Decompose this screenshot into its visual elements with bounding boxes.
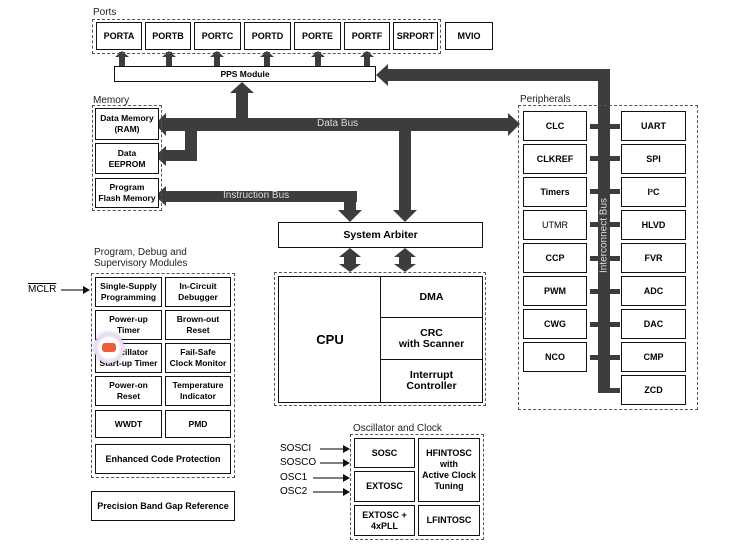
interconnect-stubs xyxy=(590,124,620,393)
crc-with-scanner[interactable]: CRC with Scanner xyxy=(380,317,483,361)
peripheral-nco[interactable]: NCO xyxy=(523,342,587,372)
interconnect-bus-label: Interconnect Bus xyxy=(598,197,610,274)
pps-port-arrows xyxy=(115,51,374,66)
peripheral-cmp[interactable]: CMP xyxy=(621,342,686,372)
supervisory-module-9[interactable]: PMD xyxy=(165,410,231,438)
data-bus xyxy=(164,118,512,131)
peripheral-fvr[interactable]: FVR xyxy=(621,243,686,273)
core-group xyxy=(274,272,486,406)
peripheral-clkref[interactable]: CLKREF xyxy=(523,144,587,174)
supervisory-module-1[interactable]: In-Circuit Debugger xyxy=(165,277,231,307)
hfintosc[interactable]: HFINTOSC with Active Clock Tuning xyxy=(418,438,480,502)
peripheral-zcd[interactable]: ZCD xyxy=(621,375,686,405)
port-f[interactable]: PORTF xyxy=(344,22,390,50)
port-e[interactable]: PORTE xyxy=(294,22,341,50)
precision-band-gap-reference[interactable]: Precision Band Gap Reference xyxy=(91,491,235,521)
memory-label: Memory xyxy=(93,95,130,106)
peripheral-hlvd[interactable]: HLVD xyxy=(621,210,686,240)
supervisory-module-8[interactable]: WWDT xyxy=(95,410,162,438)
instruction-bus-label: Instruction Bus xyxy=(223,190,290,201)
pin-sosco: SOSCO xyxy=(280,457,317,468)
peripheral-spi[interactable]: SPI xyxy=(621,144,686,174)
port-c[interactable]: PORTC xyxy=(194,22,241,50)
peripherals-label: Peripherals xyxy=(520,94,571,105)
dma[interactable]: DMA xyxy=(380,276,483,319)
pin-osc1: OSC1 xyxy=(280,472,308,483)
peripheral-timers[interactable]: Timers xyxy=(523,177,587,207)
peripheral-adc[interactable]: ADC xyxy=(621,276,686,306)
lfintosc[interactable]: LFINTOSC xyxy=(418,505,480,536)
peripheral-pwm[interactable]: PWM xyxy=(523,276,587,306)
mvio[interactable]: MVIO xyxy=(445,22,493,50)
supervisory-group xyxy=(91,273,235,478)
oscillator-group xyxy=(350,434,484,540)
instruction-bus xyxy=(164,191,357,202)
peripheral-utmr[interactable]: UTMR xyxy=(523,210,587,240)
supervisory-label: Program, Debug and Supervisory Modules xyxy=(94,247,188,269)
memory-group xyxy=(92,105,162,211)
port-b[interactable]: PORTB xyxy=(145,22,191,50)
interrupt-controller[interactable]: Interrupt Controller xyxy=(380,359,483,403)
system-arbiter[interactable]: System Arbiter xyxy=(278,222,483,248)
supervisory-module-5[interactable]: Fail-Safe Clock Monitor xyxy=(165,343,231,373)
peripheral-clc[interactable]: CLC xyxy=(523,111,587,141)
peripherals-group xyxy=(518,105,698,410)
data-memory-ram[interactable]: Data Memory (RAM) xyxy=(95,108,159,140)
floating-assistant-icon[interactable] xyxy=(94,333,124,363)
oscillator-label: Oscillator and Clock xyxy=(353,423,442,434)
supervisory-module-0[interactable]: Single-Supply Programming xyxy=(95,277,162,307)
program-flash-memory[interactable]: Program Flash Memory xyxy=(95,178,159,208)
srport[interactable]: SRPORT xyxy=(393,22,438,50)
supervisory-module-6[interactable]: Power-on Reset xyxy=(95,376,162,406)
supervisory-module-7[interactable]: Temperature Indicator xyxy=(165,376,231,406)
peripheral-ic[interactable]: I²C xyxy=(621,177,686,207)
extosc[interactable]: EXTOSC xyxy=(354,471,415,502)
peripheral-cwg[interactable]: CWG xyxy=(523,309,587,339)
peripheral-ccp[interactable]: CCP xyxy=(523,243,587,273)
peripheral-dac[interactable]: DAC xyxy=(621,309,686,339)
data-eeprom[interactable]: Data EEPROM xyxy=(95,143,159,174)
enhanced-code-protection[interactable]: Enhanced Code Protection xyxy=(95,444,231,474)
supervisory-module-2[interactable]: Power-up Timer xyxy=(95,310,162,340)
cpu[interactable]: CPU xyxy=(278,276,382,403)
ports-group xyxy=(92,19,441,54)
sosc[interactable]: SOSC xyxy=(354,438,415,468)
port-d[interactable]: PORTD xyxy=(244,22,291,50)
ports-label: Ports xyxy=(93,7,117,18)
pps-module[interactable]: PPS Module xyxy=(114,66,376,82)
supervisory-module-3[interactable]: Brown-out Reset xyxy=(165,310,231,340)
extosc-4xpll[interactable]: EXTOSC + 4xPLL xyxy=(354,505,415,536)
mclr-pin: MCLR xyxy=(28,284,57,295)
pin-osc2: OSC2 xyxy=(280,486,308,497)
port-a[interactable]: PORTA xyxy=(96,22,142,50)
data-bus-label: Data Bus xyxy=(317,118,359,129)
pin-sosci: SOSCI xyxy=(280,443,312,454)
peripheral-uart[interactable]: UART xyxy=(621,111,686,141)
